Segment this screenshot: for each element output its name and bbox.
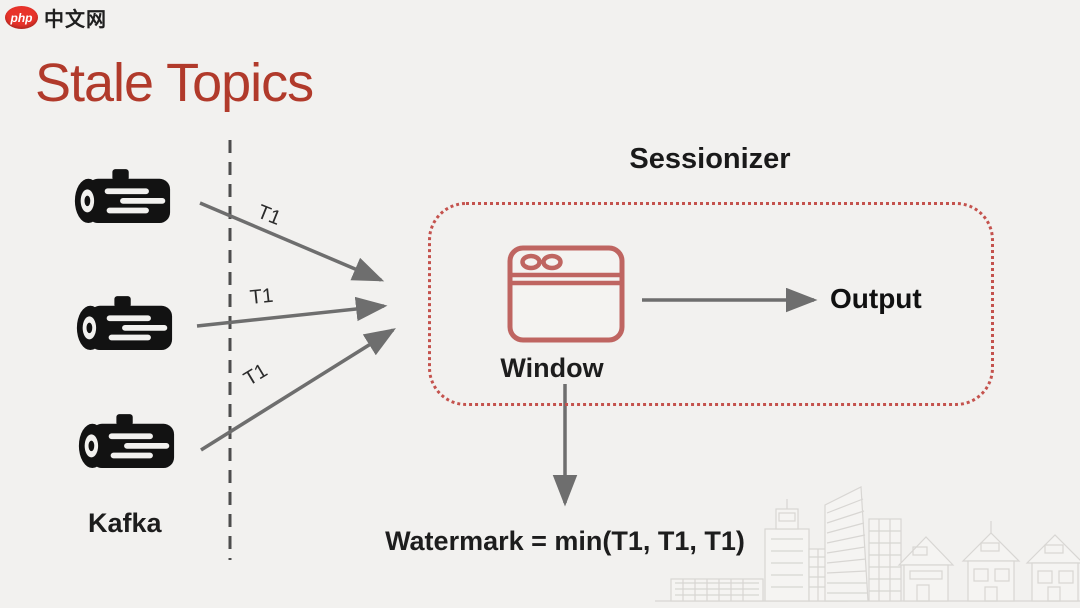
arrow-topic3-to-sessionizer [200, 328, 396, 452]
arrow-label-t1-2: T1 [248, 284, 275, 309]
sessionizer-box [428, 202, 994, 406]
kafka-log-icon [72, 168, 172, 228]
arrow-topic2-to-sessionizer [196, 296, 388, 328]
site-name-text: 中文网 [44, 9, 107, 31]
arrow-topic1-to-sessionizer [199, 201, 385, 282]
output-label: Output [830, 283, 922, 314]
kafka-log-icon [76, 413, 176, 473]
city-skyline-decoration [655, 486, 1080, 602]
sessionizer-title: Sessionizer [629, 143, 791, 175]
php-logo-badge: php [5, 6, 38, 29]
kafka-label: Kafka [88, 508, 162, 538]
site-logo: php 中文网 [5, 3, 107, 32]
watermark-formula: Watermark = min(T1, T1, T1) [385, 526, 745, 556]
browser-window-icon [506, 244, 626, 344]
slide-title: Stale Topics [35, 53, 314, 113]
window-label: Window [500, 353, 604, 383]
kafka-log-icon [74, 295, 174, 355]
